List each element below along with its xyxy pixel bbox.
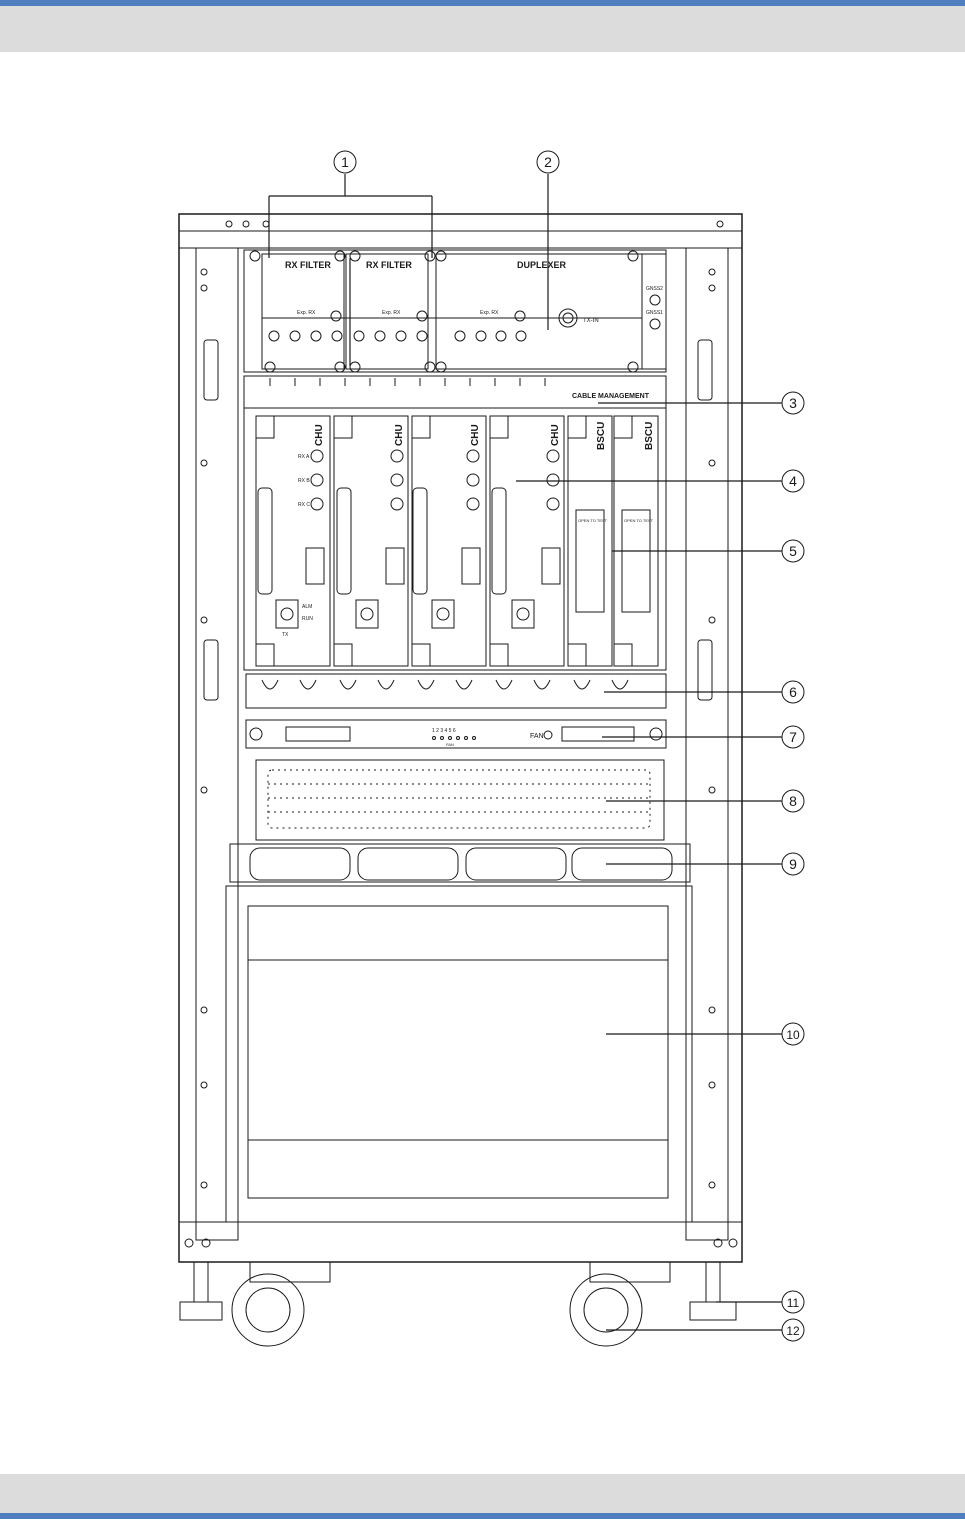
callout-num-9: 9 [789, 856, 797, 872]
rx-filter-label-2: RX FILTER [366, 260, 412, 270]
callout-num-10: 10 [786, 1028, 800, 1042]
lower-bay [226, 886, 692, 1222]
callout-num-4: 4 [789, 473, 797, 489]
run-label: RUN [302, 616, 313, 622]
exp-rx-label-2: Exp. RX [382, 310, 401, 316]
callout-num-12: 12 [786, 1324, 800, 1338]
callout-num-8: 8 [789, 793, 797, 809]
tx-label: TX [282, 632, 289, 638]
chu-label-1: CHU [314, 424, 325, 446]
rx-c-label: RX C [298, 502, 310, 508]
fan-label: FAN [530, 733, 544, 740]
fan-small-label: FAN [446, 742, 454, 747]
chu-label-3: CHU [470, 424, 481, 446]
callout-num-7: 7 [789, 729, 797, 745]
rx-filter-label-1: RX FILTER [285, 260, 331, 270]
callout-num-11: 11 [787, 1296, 800, 1310]
callout-num-5: 5 [789, 543, 797, 559]
open-to-test-label-2: OPEN TO TEST [624, 518, 654, 523]
callouts [334, 151, 804, 1341]
tx-in-label: TX-IN [583, 318, 599, 324]
gnss2-label: GNSS2 [646, 286, 663, 292]
exp-rx-label-3: Exp. RX [480, 310, 499, 316]
callout-num-1: 1 [341, 154, 349, 170]
chu-label-2: CHU [394, 424, 405, 446]
bscu-label-2: BSCU [644, 422, 655, 450]
callout-num-6: 6 [789, 684, 797, 700]
cable-tray [246, 674, 666, 708]
casters [180, 1262, 736, 1346]
gnss1-label: GNSS1 [646, 310, 663, 316]
cabinet-frame [179, 214, 742, 1262]
air-intake-panel [256, 760, 664, 840]
rx-b-label: RX B [298, 478, 310, 484]
exp-rx-label-1: Exp. RX [297, 310, 316, 316]
fan-tray [230, 844, 690, 882]
callout-num-3: 3 [789, 395, 797, 411]
alm-label: ALM [302, 604, 312, 610]
duplexer-label: DUPLEXER [517, 260, 567, 270]
callout-num-2: 2 [544, 154, 552, 170]
fan-unit [246, 720, 666, 748]
bscu-label-1: BSCU [596, 422, 607, 450]
open-to-test-label-1: OPEN TO TEST [578, 518, 608, 523]
rx-a-label: RX A [298, 454, 310, 460]
chu-label-4: CHU [550, 424, 561, 446]
cable-management-label: CABLE MANAGEMENT [572, 393, 650, 400]
fan-leds-label: 1 2 3 4 5 6 [432, 728, 456, 734]
